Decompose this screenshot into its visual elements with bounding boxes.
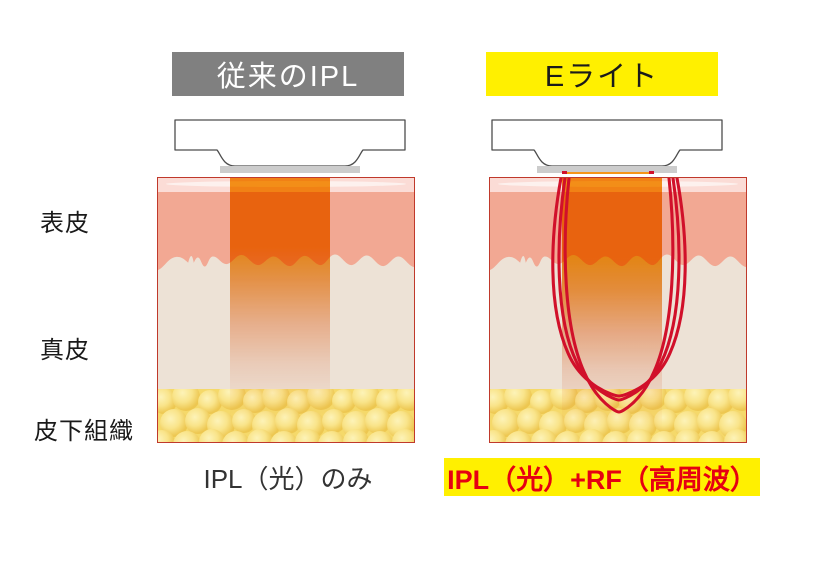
caption-left: IPL（光）のみ: [172, 458, 404, 496]
applicator-head-left: [165, 118, 415, 174]
panel-header-conventional-ipl: 従来のIPL: [172, 52, 404, 96]
light-beam-icon: [230, 178, 330, 442]
light-beam-icon: [562, 178, 662, 442]
skin-cross-section-right: [489, 177, 747, 443]
applicator-head-right: [482, 118, 732, 174]
layer-label-epidermis: 表皮: [40, 210, 90, 237]
caption-left-text: IPL（光）のみ: [203, 463, 373, 494]
panel-header-e-light: Eライト: [486, 52, 718, 96]
layer-label-dermis: 真皮: [40, 337, 90, 364]
panel-header-left-text: 従来のIPL: [216, 61, 360, 93]
applicator-head-icon: [491, 119, 723, 174]
applicator-head-icon: [174, 119, 406, 173]
skin-cross-section-left: [157, 177, 415, 443]
caption-right-text: IPL（光）+RF（高周波）: [447, 464, 757, 495]
panel-header-right-text: Eライト: [544, 61, 660, 93]
caption-right: IPL（光）+RF（高周波）: [444, 458, 760, 496]
layer-label-hypodermis: 皮下組織: [34, 418, 134, 445]
